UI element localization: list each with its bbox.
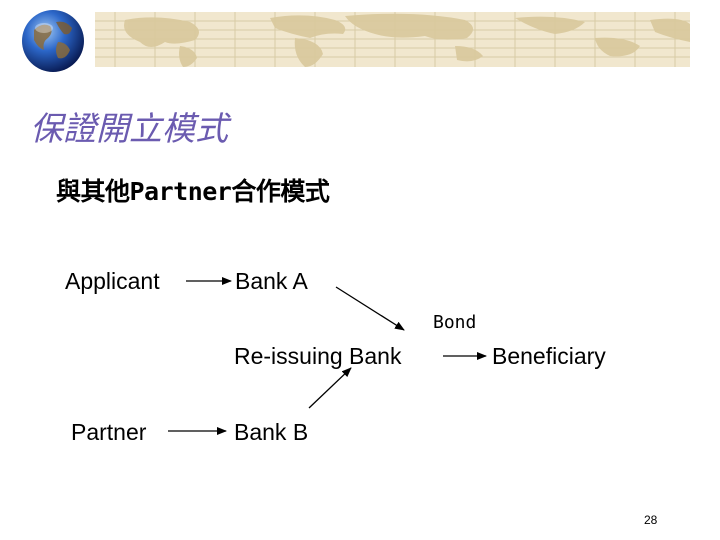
- slide-subtitle: 與其他Partner合作模式: [56, 177, 330, 206]
- node-bank-a: Bank A: [235, 268, 308, 294]
- arrow-bank-b-to-reissuing-bank: [308, 367, 352, 409]
- node-reissuing-bank: Re-issuing Bank: [234, 343, 402, 369]
- slide-title: 保證開立模式: [30, 109, 228, 148]
- page-number: 28: [644, 513, 658, 527]
- node-beneficiary: Beneficiary: [492, 343, 606, 369]
- globe-icon: [20, 8, 86, 74]
- label-bond: Bond: [433, 312, 477, 333]
- node-partner: Partner: [71, 419, 147, 445]
- node-bank-b: Bank B: [234, 419, 309, 445]
- world-map-banner: [95, 12, 690, 67]
- arrow-bank-a-to-reissuing-bank: [335, 286, 405, 331]
- node-applicant: Applicant: [65, 268, 160, 294]
